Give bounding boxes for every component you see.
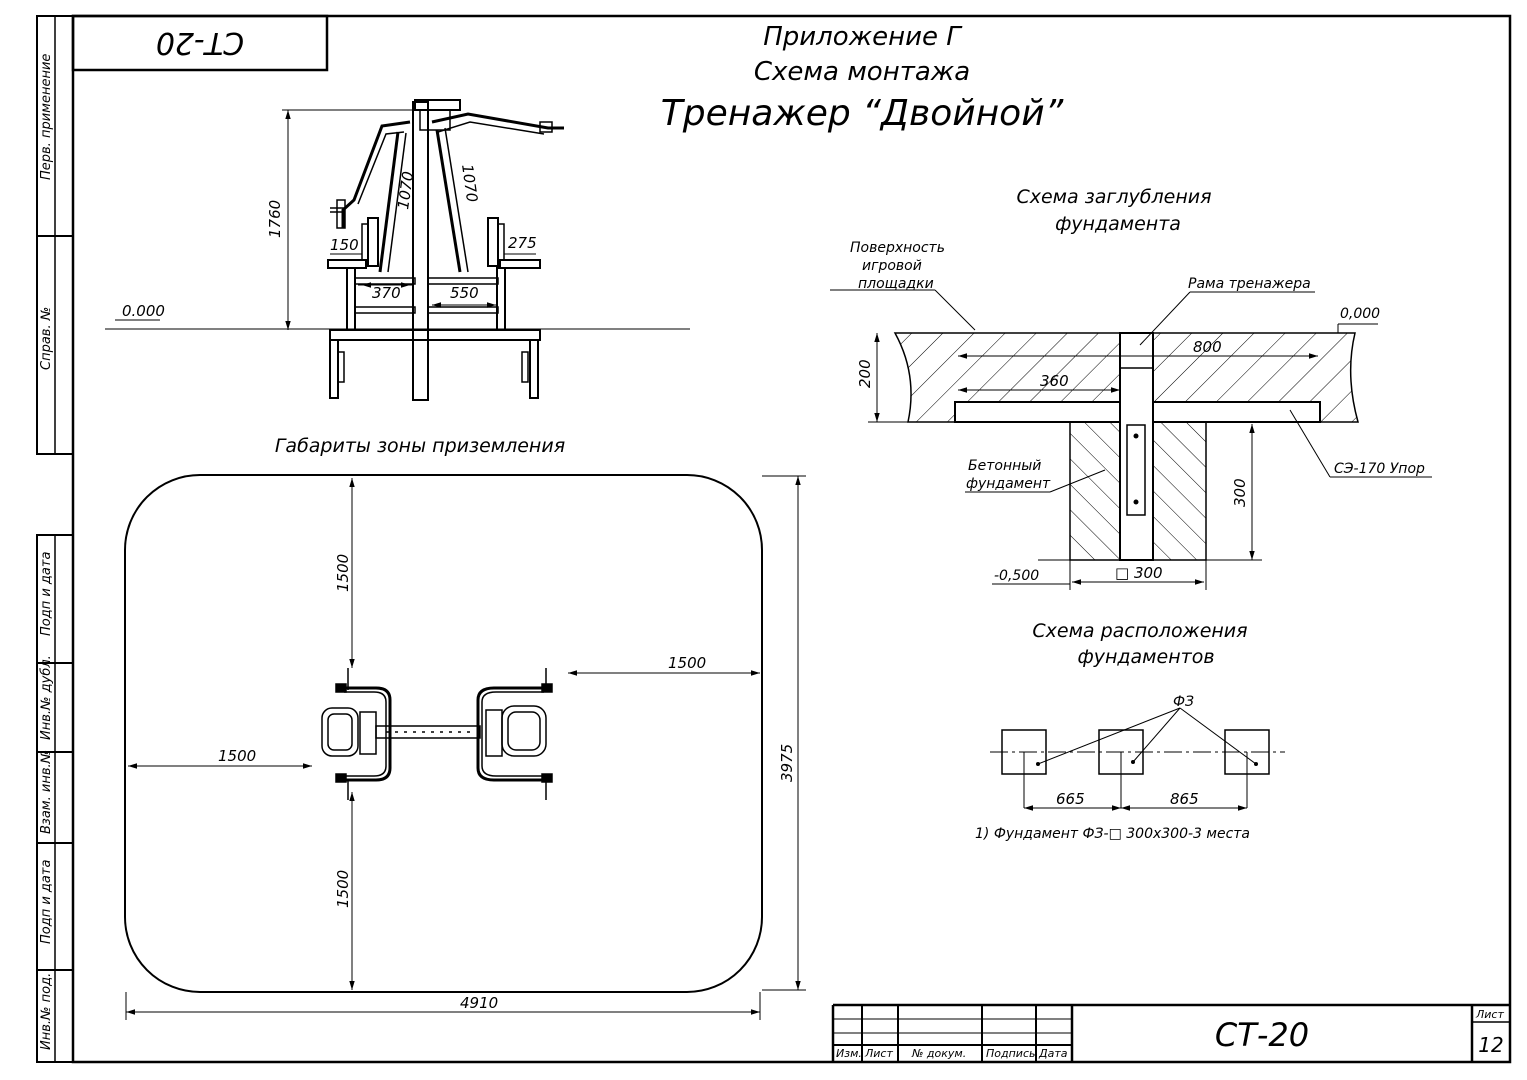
layout-dim-865: 865 xyxy=(1170,790,1199,808)
code-stamp: СТ-20 xyxy=(71,14,329,72)
depth-concrete-line1: Бетонный xyxy=(968,458,1041,474)
side-orig-inv: Инв.№ под. xyxy=(39,973,54,1050)
tb-sheet-label: Лист xyxy=(1475,1008,1504,1021)
scheme-title: Схема монтажа xyxy=(754,57,970,87)
landing-bottom-dim: 1500 xyxy=(334,870,352,908)
side-sign-date-2: Подп и дата xyxy=(39,860,54,944)
depth-title-line1: Схема заглубления xyxy=(1016,186,1211,208)
front-view-dimensions xyxy=(282,109,536,330)
landing-top-dim: 1500 xyxy=(334,554,352,592)
tb-col-izm: Изм. xyxy=(836,1047,862,1060)
depth-title-line2: фундамента xyxy=(1055,213,1181,235)
layout-note: 1) Фундамент ФЗ-□ 300х300-3 места xyxy=(975,826,1250,842)
front-seat-right-dim: 275 xyxy=(508,234,537,252)
tb-sheet-number: 12 xyxy=(1478,1033,1503,1057)
depth-surface-line2: игровой xyxy=(862,258,922,274)
side-sign-date-1: Подп и дата xyxy=(39,552,54,636)
depth-ground-slab xyxy=(893,332,1359,561)
side-stamp xyxy=(36,15,74,1063)
title-area: Приложение Г Схема монтажа Тренажер “Дво… xyxy=(661,22,1064,134)
depth-frame-label: Рама тренажера xyxy=(1188,276,1311,292)
foundation-depth: Схема заглубления фундамента xyxy=(830,186,1432,590)
tb-col-list: Лист xyxy=(864,1047,893,1060)
front-view xyxy=(105,99,690,401)
equipment-top-view xyxy=(321,668,553,800)
sheet-frame xyxy=(71,14,1512,1064)
depth-dim-200: 200 xyxy=(856,359,874,388)
landing-left-dim: 1500 xyxy=(218,747,256,765)
side-dup-inv: Инв.№ дубл. xyxy=(39,655,54,740)
depth-level-minus: -0,500 xyxy=(994,568,1039,584)
tb-col-doc: № докум. xyxy=(911,1047,966,1060)
landing-height-dim: 3975 xyxy=(778,744,796,782)
landing-zone: Габариты зоны приземления 1500 1500 1500… xyxy=(124,435,806,1020)
tb-code: СТ-20 xyxy=(1215,1016,1309,1054)
depth-surface-line1: Поверхность xyxy=(850,240,945,256)
depth-square-300: □ 300 xyxy=(1115,564,1163,582)
layout-title-line1: Схема расположения xyxy=(1032,620,1247,642)
front-level-label: 0.000 xyxy=(122,302,165,320)
front-bay-left-dim: 370 xyxy=(372,284,401,302)
tb-col-sign: Подпись xyxy=(986,1047,1035,1060)
side-ref-no: Справ. № xyxy=(39,307,54,370)
front-arm-right-dim: 1070 xyxy=(458,163,481,203)
code-stamp-text: СТ-20 xyxy=(156,25,244,60)
title-block xyxy=(831,1003,1510,1062)
layout-marker: ФЗ xyxy=(1173,694,1194,710)
landing-zone-title: Габариты зоны приземления xyxy=(275,435,565,457)
depth-dim-300: 300 xyxy=(1231,478,1249,507)
side-inv-replace: Взам. инв.№ xyxy=(39,750,54,834)
depth-surface-line3: площадки xyxy=(858,276,934,292)
landing-right-dim: 1500 xyxy=(668,654,706,672)
front-view-labels: 0.000 1760 1070 1070 150 275 370 550 xyxy=(122,163,537,320)
title-block-labels: Изм. Лист № докум. Подпись Дата СТ-20 Ли… xyxy=(836,1008,1504,1060)
tb-col-date: Дата xyxy=(1038,1047,1068,1060)
appendix-label: Приложение Г xyxy=(763,22,963,52)
front-bay-right-dim: 550 xyxy=(450,284,479,302)
landing-width-dim: 4910 xyxy=(460,994,498,1012)
side-first-use: Перв. применение xyxy=(39,54,54,180)
front-arm-left-dim: 1070 xyxy=(394,170,417,210)
depth-stop-label: СЭ-170 Упор xyxy=(1334,461,1425,477)
product-title: Тренажер “Двойной” xyxy=(661,93,1064,134)
foundation-layout: Схема расположения фундаментов ФЗ 665 86… xyxy=(975,620,1285,842)
landing-zone-outline xyxy=(124,474,763,993)
depth-dim-800: 800 xyxy=(1193,338,1222,356)
depth-level-zero: 0,000 xyxy=(1340,306,1380,322)
layout-dim-665: 665 xyxy=(1056,790,1085,808)
front-seat-left-dim: 150 xyxy=(330,236,359,254)
front-height-dim: 1760 xyxy=(266,200,284,238)
depth-dim-360: 360 xyxy=(1040,372,1069,390)
side-stamp-labels: Перв. применение Справ. № Подп и дата Ин… xyxy=(39,54,54,1050)
layout-title-line2: фундаментов xyxy=(1077,646,1214,668)
depth-concrete-line2: фундамент xyxy=(966,476,1051,492)
